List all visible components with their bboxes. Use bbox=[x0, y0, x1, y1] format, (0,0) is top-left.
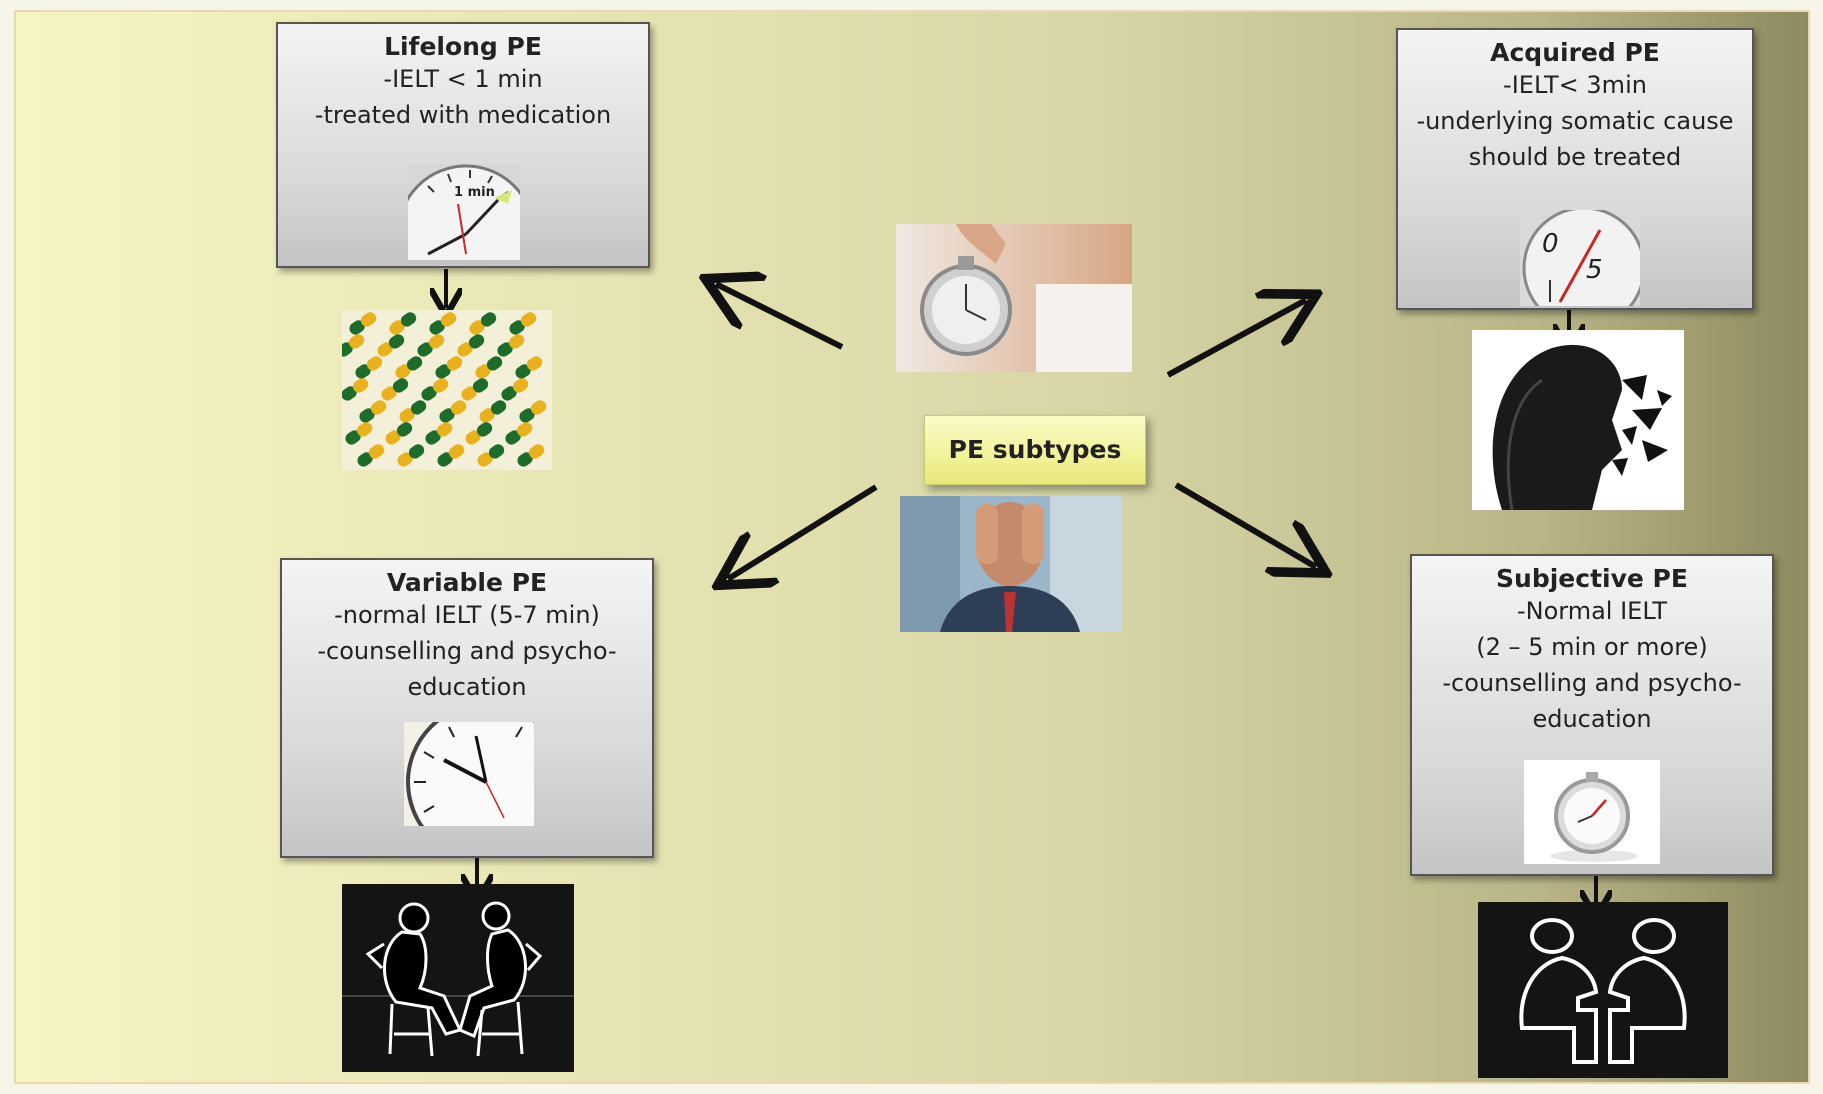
variable-pe-line: education bbox=[407, 673, 527, 701]
counselling-pictogram-image bbox=[1478, 902, 1728, 1078]
lifelong-pe-box: Lifelong PE -IELT < 1 min -treated with … bbox=[276, 22, 650, 268]
arrow-to-variable bbox=[728, 484, 878, 579]
lifelong-pe-line: -treated with medication bbox=[314, 101, 612, 129]
subjective-pe-title: Subjective PE bbox=[1496, 564, 1688, 593]
acquired-pe-line: -IELT< 3min bbox=[1503, 71, 1647, 99]
pe-subtypes-label: PE subtypes bbox=[924, 415, 1146, 485]
acquired-pe-box: Acquired PE -IELT< 3min -underlying soma… bbox=[1396, 28, 1754, 310]
wall-clock-icon bbox=[404, 722, 534, 826]
variable-pe-box: Variable PE -normal IELT (5-7 min) -coun… bbox=[280, 558, 654, 858]
dial-label: 0 bbox=[1542, 229, 1559, 259]
subjective-pe-line: -Normal IELT bbox=[1516, 597, 1668, 625]
stopwatch-dial-icon: 0 5 bbox=[1520, 210, 1640, 306]
acquired-pe-line: should be treated bbox=[1468, 143, 1682, 171]
arrows-layer bbox=[16, 269, 1810, 1084]
variable-pe-title: Variable PE bbox=[386, 568, 548, 597]
lifelong-pe-line: -IELT < 1 min bbox=[383, 65, 543, 93]
pills-image bbox=[342, 310, 552, 470]
arrow-to-lifelong bbox=[716, 284, 844, 350]
acquired-pe-line: -underlying somatic cause bbox=[1416, 107, 1734, 135]
arrow-to-subjective bbox=[1174, 482, 1316, 567]
distressed-man-photo bbox=[900, 496, 1122, 632]
variable-pe-line: -counselling and psycho- bbox=[317, 637, 617, 665]
arrow-to-acquired bbox=[1166, 300, 1306, 378]
subjective-pe-line: education bbox=[1532, 705, 1652, 733]
lifelong-pe-title: Lifelong PE bbox=[384, 32, 542, 61]
diagram-canvas: Lifelong PE -IELT < 1 min -treated with … bbox=[14, 10, 1810, 1084]
clock-icon: 1 min bbox=[408, 164, 520, 260]
subjective-pe-box: Subjective PE -Normal IELT (2 – 5 min or… bbox=[1410, 554, 1774, 876]
shattered-head-image bbox=[1472, 330, 1684, 510]
clock-label: 1 min bbox=[454, 185, 495, 200]
stopwatch-icon bbox=[1524, 760, 1660, 864]
counselling-silhouette-image bbox=[342, 884, 574, 1072]
variable-pe-line: -normal IELT (5-7 min) bbox=[334, 601, 600, 629]
dial-label: 5 bbox=[1586, 255, 1603, 285]
subjective-pe-line: (2 – 5 min or more) bbox=[1476, 633, 1708, 661]
subjective-pe-line: -counselling and psycho- bbox=[1442, 669, 1742, 697]
stopwatch-woman-photo bbox=[896, 224, 1132, 372]
acquired-pe-title: Acquired PE bbox=[1490, 38, 1660, 67]
